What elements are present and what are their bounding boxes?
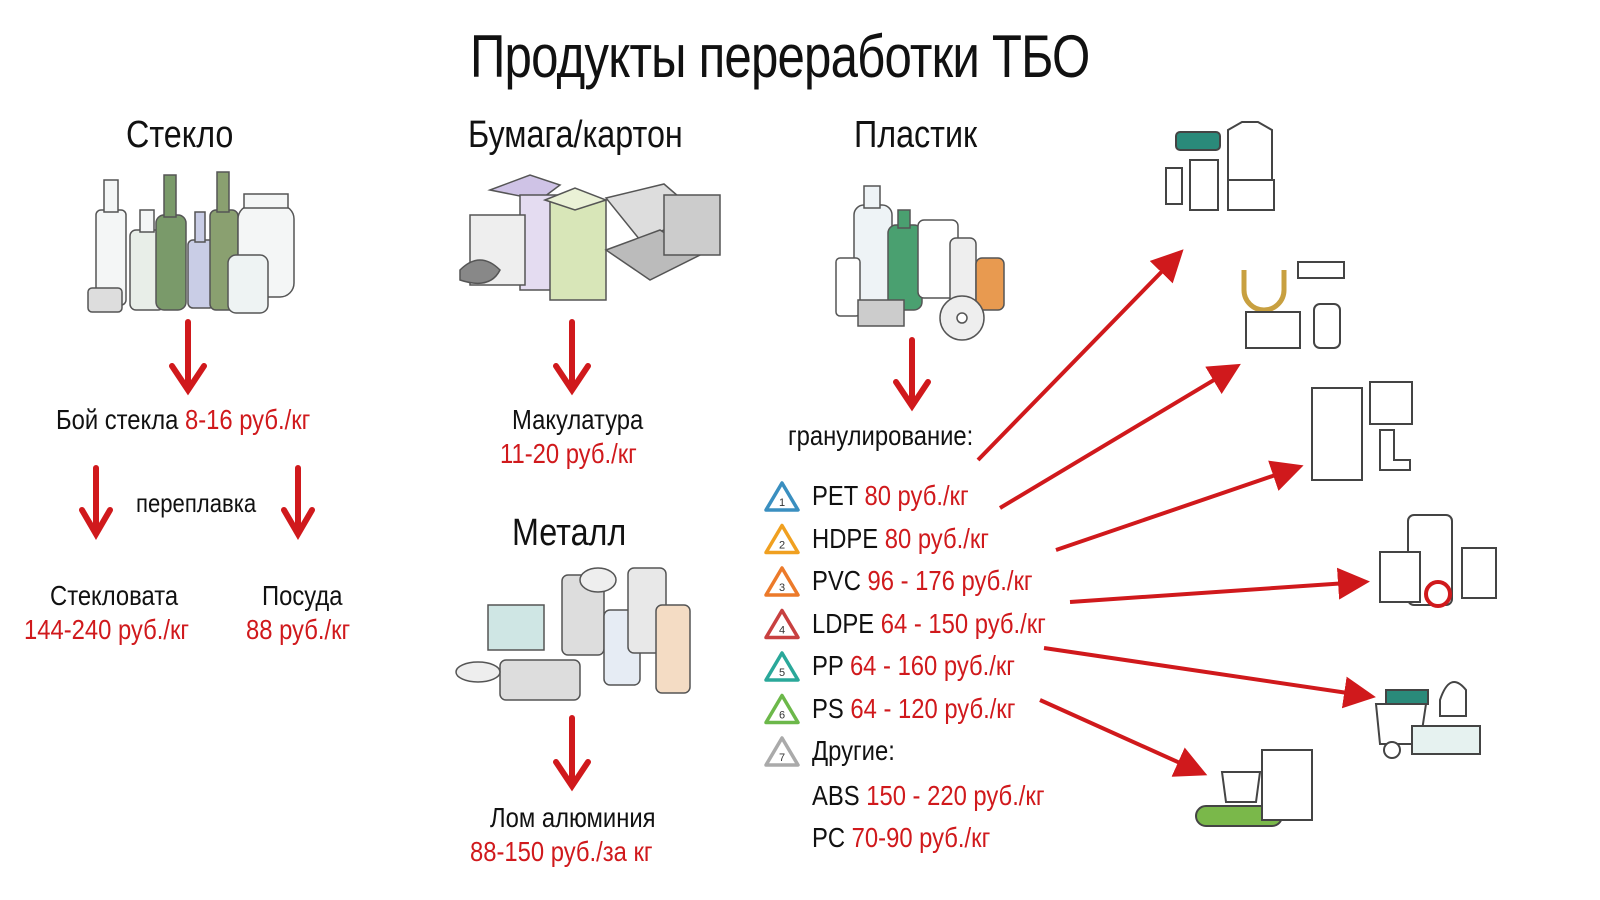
metal-arrow-down-icon	[553, 715, 591, 792]
resin-code-number: 2	[779, 540, 785, 552]
glass-wool-label: Стекловата	[50, 580, 179, 611]
arrow-to-household	[998, 363, 1241, 510]
plastic-type-price: 64 - 120 руб./кг	[850, 692, 1016, 724]
arrow-to-film	[1055, 460, 1304, 552]
resin-code-number: 3	[779, 582, 785, 594]
metal-product-price: 88-150 руб./за кг	[470, 836, 653, 867]
plastic-type-name: PET	[812, 480, 858, 511]
resin-code-number: 5	[779, 667, 785, 679]
household-products-icon	[1241, 261, 1345, 349]
glass-wool-price: 144-240 руб./кг	[24, 614, 190, 645]
plastic-type-price: 64 - 160 руб./кг	[849, 650, 1015, 681]
plastic-process-label: гранулирование:	[788, 420, 974, 451]
plastic-type-price: 64 - 150 руб./кг	[880, 607, 1046, 639]
arrow-to-packaging	[1069, 567, 1370, 604]
metal-heading: Металл	[512, 512, 627, 554]
arrow-to-containers	[1043, 646, 1376, 709]
resin-code-number: 4	[779, 625, 785, 637]
other-plastic-abs: ABS 150 - 220 руб./кг	[812, 780, 1045, 812]
other-plastic-pc: PC 70-90 руб./кг	[812, 822, 990, 854]
glass-cullet: Бой стекла 8-16 руб./кг	[56, 404, 310, 436]
plastic-type-name: PVC	[812, 565, 861, 596]
paper-heading: Бумага/картон	[468, 114, 683, 156]
construction-products-icon	[1195, 749, 1313, 827]
plastic-type-row: HDPE 80 руб./кг	[812, 523, 989, 555]
resin-code-icon	[764, 566, 800, 597]
plastic-type-name: HDPE	[812, 522, 879, 554]
glass-remelt-label: переплавка	[136, 488, 257, 518]
resin-codes-group: 1 2 3 4 5 6 7	[764, 481, 800, 767]
glass-split-arrows-icon	[79, 465, 315, 540]
glass-cullet-label: Бой стекла	[56, 404, 179, 435]
paper-cardboard-icon	[459, 174, 721, 301]
resin-code-number: 6	[779, 710, 785, 722]
glass-arrow-down-icon	[169, 319, 207, 396]
other-plastic-price: 70-90 руб./кг	[851, 822, 991, 853]
plastic-type-row: PET 80 руб./кг	[812, 480, 969, 512]
container-products-icon	[1374, 681, 1481, 759]
plastic-type-name: PP	[812, 650, 844, 681]
plastic-type-row: LDPE 64 - 150 руб./кг	[812, 608, 1046, 640]
metal-product-label: Лом алюминия	[490, 802, 656, 833]
arrow-to-clothing	[976, 249, 1184, 462]
plastic-type-row: PS 64 - 120 руб./кг	[812, 693, 1015, 725]
glass-dishes-price: 88 руб./кг	[246, 614, 351, 645]
resin-code-icon	[764, 481, 800, 512]
resin-code-number: 1	[779, 497, 785, 509]
glass-dishes-label: Посуда	[262, 580, 343, 611]
resin-code-icon	[764, 608, 800, 640]
plastic-type-row: Другие:	[812, 735, 895, 767]
plastic-type-name: LDPE	[812, 607, 875, 639]
plastic-type-name: PS	[812, 692, 844, 724]
resin-code-number: 7	[779, 752, 785, 764]
plastic-type-price: 96 - 176 руб./кг	[867, 565, 1033, 596]
other-plastic-name: ABS	[812, 780, 860, 811]
other-plastic-name: PC	[812, 822, 846, 853]
glass-cullet-price: 8-16 руб./кг	[184, 404, 311, 435]
clothing-products-icon	[1165, 121, 1275, 211]
plastic-heading: Пластик	[854, 114, 978, 156]
resin-code-icon	[764, 523, 800, 555]
resin-code-icon	[764, 736, 800, 767]
process-arrows-group	[976, 249, 1376, 777]
other-plastic-price: 150 - 220 руб./кг	[866, 780, 1045, 811]
plastic-arrow-down-icon	[893, 337, 931, 412]
glass-heading: Стекло	[126, 114, 234, 156]
plastic-type-name: Другие:	[812, 735, 895, 766]
arrow-to-construction	[1039, 698, 1208, 777]
plastic-items-icon	[835, 185, 1005, 341]
paper-arrow-down-icon	[553, 319, 591, 396]
plastic-type-price: 80 руб./кг	[864, 480, 969, 511]
plastic-type-price: 80 руб./кг	[884, 522, 989, 554]
paper-product-label: Макулатура	[512, 404, 644, 435]
glass-bottles-icon	[87, 171, 295, 314]
resin-code-icon	[764, 651, 800, 682]
plastic-type-row: PP 64 - 160 руб./кг	[812, 650, 1015, 682]
resin-code-icon	[764, 693, 800, 725]
packaging-products-icon	[1379, 514, 1497, 608]
metal-cans-icon	[455, 567, 691, 701]
paper-product-price: 11-20 руб./кг	[500, 438, 637, 469]
plastic-type-row: PVC 96 - 176 руб./кг	[812, 565, 1033, 597]
page-title: Продукты переработки ТБО	[470, 23, 1090, 90]
film-boots-products-icon	[1311, 381, 1413, 481]
